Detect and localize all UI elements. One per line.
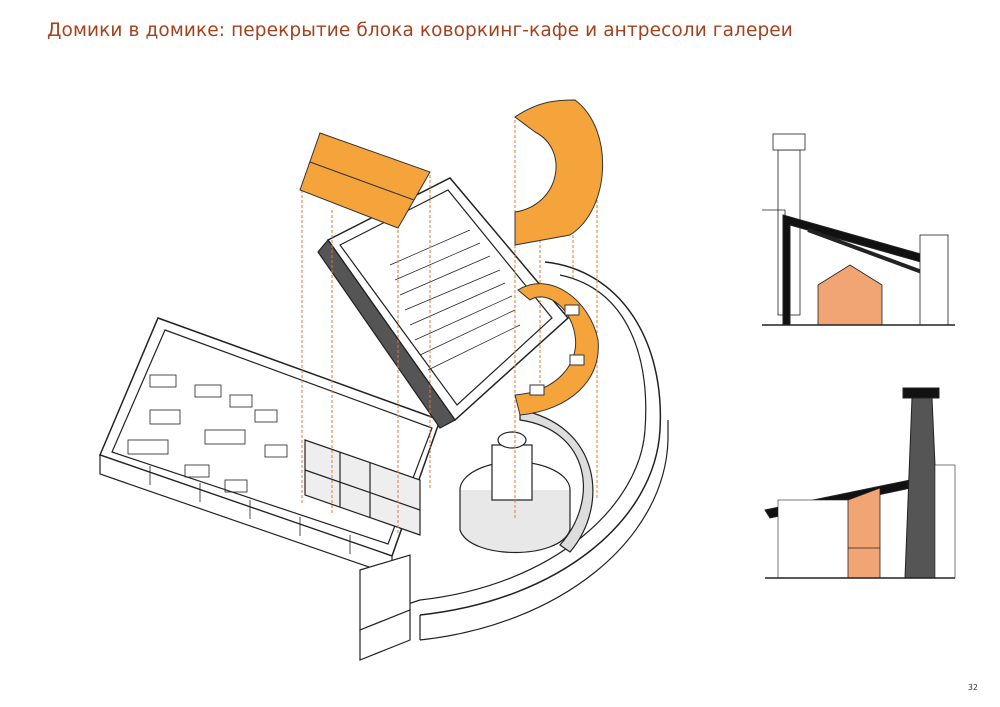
gable-roof-coworking <box>299 132 431 229</box>
page-title: Домики в домике: перекрытие блока коворк… <box>47 20 793 41</box>
kitchen-rooms <box>304 439 421 536</box>
gallery-curved-wall <box>404 261 669 641</box>
curved-roof-gallery <box>514 99 603 246</box>
mezzanine-gallery <box>514 283 599 416</box>
coworking-block <box>98 317 441 576</box>
cafe-tables <box>127 374 288 493</box>
entrance-vestibule <box>359 554 411 661</box>
section-gallery <box>764 387 956 579</box>
chimney-drum <box>459 409 594 553</box>
section-coworking <box>762 133 955 326</box>
page-number: 32 <box>967 683 978 692</box>
